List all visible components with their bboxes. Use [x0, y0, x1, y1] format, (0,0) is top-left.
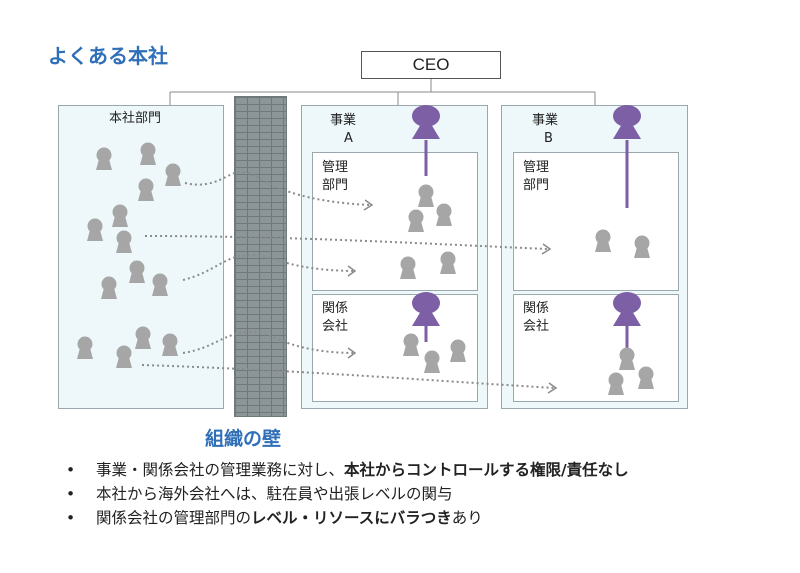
staff-person-icon	[638, 366, 654, 389]
staff-person-icon	[418, 184, 434, 207]
staff-person-icon	[101, 276, 117, 299]
bullet-emphasis: 本社からコントロールする権限/責任なし	[344, 461, 629, 479]
arrowhead	[347, 347, 357, 359]
dotted-arrow-hq-to-a-mgmt	[184, 170, 371, 206]
leader-person-icon	[412, 292, 440, 326]
bullet-mark: •	[66, 485, 76, 503]
biz-b-label-line2: B	[544, 131, 553, 146]
arrowhead	[541, 243, 552, 255]
staff-person-icon	[436, 203, 452, 226]
leader-person-icon	[412, 105, 440, 139]
bullet-item: • 事業・関係会社の管理業務に対し、本社からコントロールする権限/責任なし	[66, 458, 629, 482]
bullet-text: 本社から海外会社へは、駐在員や出張レベルの関与	[96, 485, 453, 503]
staff-person-icon	[400, 256, 416, 279]
bullet-item: • 関係会社の管理部門のレベル・リソースにバラつきあり	[66, 506, 629, 530]
biz-b-mgmt-line2: 部門	[523, 178, 550, 193]
staff-person-icon	[112, 204, 128, 227]
leader-person-icon	[613, 292, 641, 326]
biz-b-label-line1: 事業	[532, 113, 559, 128]
staff-person-icon	[77, 336, 93, 359]
staff-person-icon	[595, 229, 611, 252]
staff-person-icon	[116, 345, 132, 368]
staff-person-icon	[162, 333, 178, 356]
page-title: よくある本社	[48, 44, 168, 68]
biz-b-affiliate-line1: 関係	[523, 301, 550, 316]
bullet-tail: あり	[451, 509, 483, 527]
bullet-text: 関係会社の管理部門の	[96, 509, 252, 527]
dotted-arrow-hq-to-a-mgmt-2	[182, 253, 354, 281]
staff-person-icon	[152, 273, 168, 296]
wall-label: 組織の壁	[205, 428, 282, 450]
staff-person-icon	[96, 147, 112, 170]
bullet-mark: •	[66, 461, 76, 479]
biz-a-affiliate-line2: 会社	[322, 319, 349, 334]
staff-person-icon	[403, 333, 419, 356]
arrowhead	[363, 199, 374, 211]
ceo-box: CEO	[361, 51, 501, 79]
bullet-mark: •	[66, 509, 76, 527]
staff-person-icon	[450, 339, 466, 362]
dotted-arrow-hq-to-b-mgmt	[144, 235, 549, 250]
staff-person-icon	[608, 372, 624, 395]
staff-person-icon	[135, 326, 151, 349]
staff-person-icon	[140, 142, 156, 165]
biz-b-mgmt-line1: 管理	[523, 160, 550, 175]
staff-person-icon	[408, 209, 424, 232]
biz-a-mgmt-line1: 管理	[322, 160, 349, 175]
dotted-arrow-hq-to-a-affiliate	[182, 330, 354, 354]
staff-person-icon	[424, 350, 440, 373]
staff-person-icon	[138, 178, 154, 201]
biz-a-affiliate-box: 関係 会社	[312, 294, 478, 402]
staff-person-icon	[634, 235, 650, 258]
biz-a-label-line2: A	[344, 131, 353, 146]
staff-person-icon	[165, 163, 181, 186]
bullet-emphasis: レベル・リソースにバラつき	[251, 509, 452, 527]
biz-a-affiliate-line1: 関係	[322, 301, 349, 316]
bullet-list: • 事業・関係会社の管理業務に対し、本社からコントロールする権限/責任なし • 本社…	[66, 458, 629, 530]
biz-b-mgmt-box: 管理 部門	[513, 152, 679, 291]
organizational-wall	[234, 96, 287, 417]
arrowhead	[347, 265, 357, 277]
staff-person-icon	[116, 230, 132, 253]
staff-person-icon	[619, 347, 635, 370]
staff-person-icon	[129, 260, 145, 283]
biz-a-label-line1: 事業	[330, 113, 357, 128]
staff-person-icon	[440, 251, 456, 274]
hq-panel-label: 本社部門	[109, 111, 162, 126]
biz-a-mgmt-line2: 部門	[322, 178, 349, 193]
biz-b-affiliate-line2: 会社	[523, 319, 550, 334]
staff-person-icon	[87, 218, 103, 241]
dotted-arrow-hq-to-b-affiliate	[141, 364, 556, 389]
bullet-item: • 本社から海外会社へは、駐在員や出張レベルの関与	[66, 482, 629, 506]
arrowhead	[547, 382, 558, 394]
bullet-text: 事業・関係会社の管理業務に対し、	[96, 461, 345, 479]
leader-person-icon	[613, 105, 641, 139]
